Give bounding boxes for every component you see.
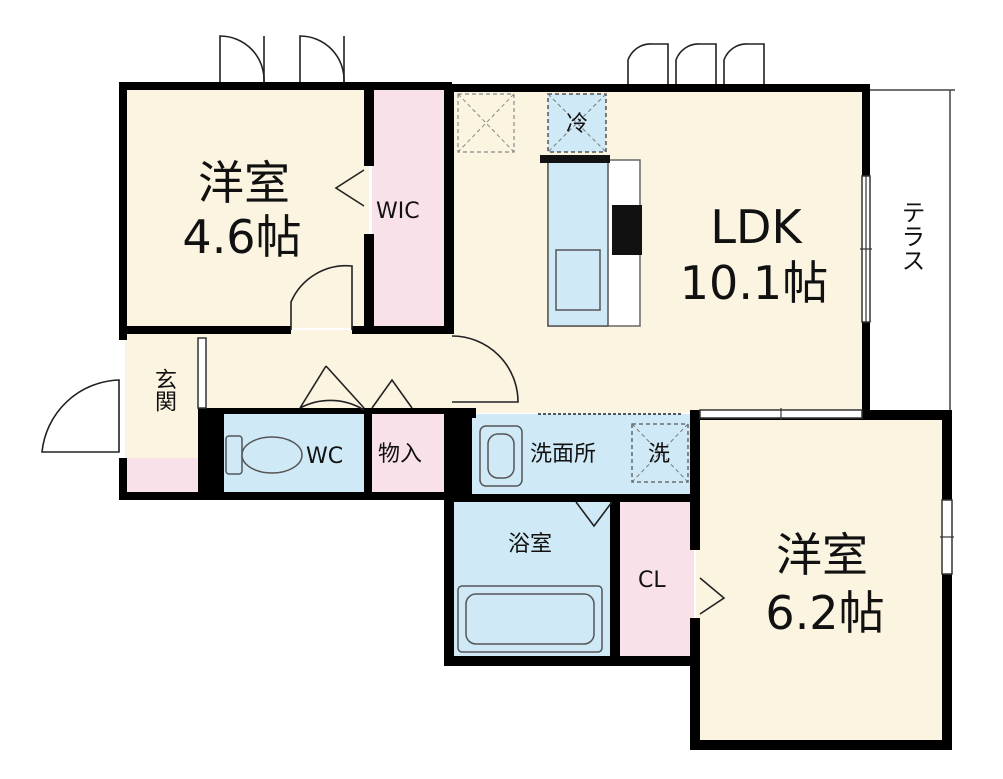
western-room-a-size: 4.6帖 xyxy=(182,210,302,264)
wc-label: WC xyxy=(306,444,344,469)
western-room-a-name: 洋室 xyxy=(198,156,290,210)
entrance-label: 玄関 xyxy=(151,368,176,412)
closet-label: CL xyxy=(638,568,666,593)
closet-fill xyxy=(618,498,694,658)
pantry-box xyxy=(457,93,515,153)
bathroom-label: 浴室 xyxy=(508,532,553,557)
western-room-b-fill xyxy=(696,418,946,742)
storage-fill xyxy=(372,414,448,494)
wic-fill xyxy=(372,88,448,328)
western-room-b-name: 洋室 xyxy=(776,528,868,582)
western-room-a-fill xyxy=(125,88,369,328)
fridge-label: 冷 xyxy=(566,112,589,137)
terrace-label: テラス xyxy=(897,200,925,272)
ldk-size: 10.1帖 xyxy=(679,256,829,310)
storage-label: 物入 xyxy=(378,442,423,467)
interior-door-swings xyxy=(41,169,726,615)
fridge-space xyxy=(547,93,607,153)
entrance-fill xyxy=(125,338,203,458)
toilet-fixture xyxy=(225,435,303,475)
wic-label: WIC xyxy=(376,199,420,224)
western-room-b-size: 6.2帖 xyxy=(765,586,885,640)
terrace xyxy=(866,89,955,410)
washer-label: 洗 xyxy=(648,442,671,467)
washbasin-fixture xyxy=(479,425,523,487)
exterior-door-swings xyxy=(219,35,765,84)
ldk-fill xyxy=(450,88,866,413)
window-marks xyxy=(780,176,954,538)
kitchen-counter xyxy=(540,155,642,327)
walls xyxy=(119,82,952,750)
washroom-label: 洗面所 xyxy=(530,442,597,467)
ldk-name: LDK xyxy=(710,200,802,254)
entrance-step-fill xyxy=(125,458,203,496)
bathtub-fixture xyxy=(457,585,603,653)
washer-space xyxy=(631,423,689,483)
entrance-window xyxy=(197,337,207,409)
